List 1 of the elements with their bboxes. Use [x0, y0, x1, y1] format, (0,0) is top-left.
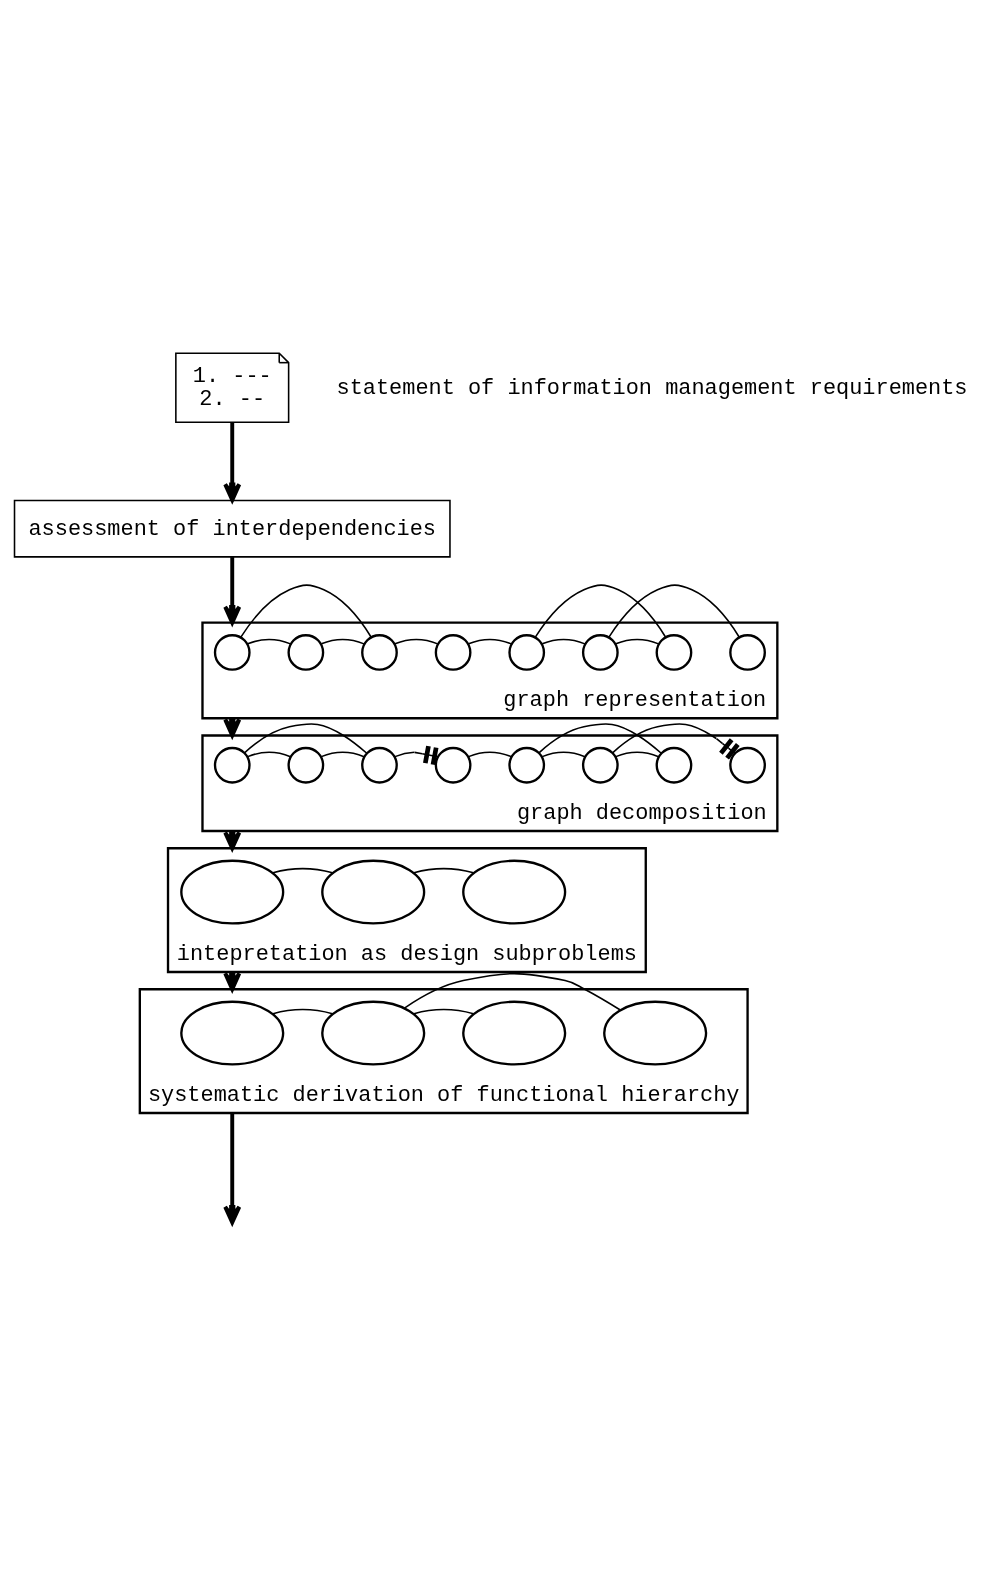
node-label: statement of information management requirements — [336, 375, 968, 401]
